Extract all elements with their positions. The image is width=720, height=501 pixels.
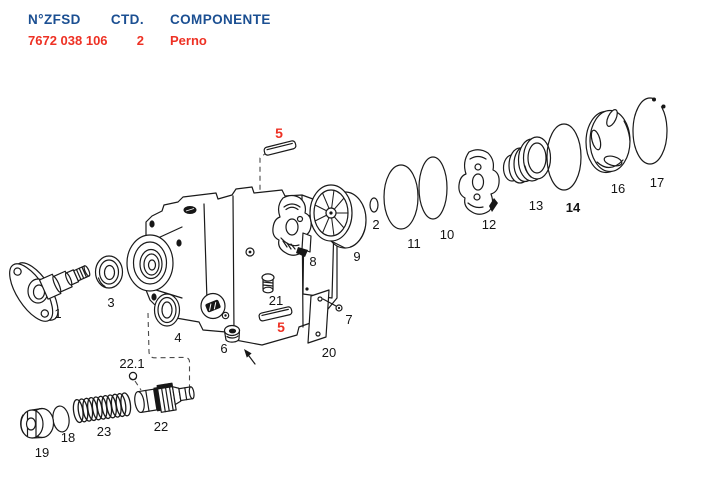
part-8-cam-plate [272, 194, 312, 257]
callout-22: 22 [154, 419, 168, 434]
part-5-pin-top [263, 140, 297, 156]
callout-20: 20 [322, 345, 336, 360]
callout-6: 6 [220, 341, 227, 356]
callout-14: 14 [566, 200, 581, 215]
callout-16: 16 [611, 181, 625, 196]
callout-5-top: 5 [275, 125, 283, 141]
callout-13: 13 [529, 198, 543, 213]
highlighted-callouts: 5 5 [275, 125, 285, 335]
part-21-fitting [261, 273, 275, 294]
callout-3: 3 [107, 295, 114, 310]
part-5-pin-bottom [258, 306, 293, 322]
callout-17: 17 [650, 175, 664, 190]
callout-11: 11 [407, 236, 421, 251]
part-12-cam-plate [458, 149, 500, 215]
callout-4: 4 [174, 330, 181, 345]
callout-21: 21 [269, 293, 283, 308]
callout-12: 12 [482, 217, 496, 232]
part-11-ring [383, 164, 419, 230]
part-23-spring [72, 392, 132, 424]
part-22-valve-spool [134, 382, 195, 414]
part-17-snap-ring [632, 95, 668, 165]
callout-18: 18 [61, 430, 75, 445]
callout-2: 2 [372, 217, 379, 232]
component-value: Perno [170, 33, 207, 48]
callout-19: 19 [35, 445, 49, 460]
callout-labels: 1 3 4 6 21 7 20 8 9 2 11 10 12 13 14 16 … [35, 175, 664, 460]
column-quantity: CTD. [111, 12, 144, 27]
callout-7: 7 [345, 312, 352, 327]
callout-8: 8 [309, 254, 316, 269]
part-14-ring [546, 123, 582, 191]
callout-9: 9 [353, 249, 360, 264]
table-row: 7672 038 106 2 Perno [28, 33, 207, 48]
callout-1: 1 [54, 306, 61, 321]
quantity-value: 2 [137, 33, 144, 48]
part-7-screw [322, 298, 343, 312]
part-9-rotor [309, 184, 367, 249]
part-19-hex-plug [20, 407, 55, 439]
part-20-plate [307, 289, 330, 344]
part-10-ring [418, 156, 448, 220]
assembly-arrow-6 [244, 349, 256, 365]
column-component: COMPONENTE [170, 12, 271, 27]
part-13-bearing-discs [502, 136, 552, 184]
part-2-o-ring [369, 197, 379, 213]
part-16-end-cover [585, 109, 631, 174]
callout-22-1: 22.1 [119, 356, 144, 371]
part-18-o-ring [52, 405, 70, 433]
table-header: N°ZFSD CTD. COMPONENTE [28, 12, 271, 27]
part-22-1-ball [128, 371, 138, 381]
callout-5-bottom: 5 [277, 319, 285, 335]
part-6-plug [223, 324, 241, 343]
callout-23: 23 [97, 424, 111, 439]
part-3-shaft-seal [94, 255, 124, 289]
callout-10: 10 [440, 227, 454, 242]
column-part-number: N°ZFSD [28, 12, 81, 27]
part-4-housing [126, 186, 343, 346]
part-1-drive-shaft [9, 262, 91, 322]
part-number-value: 7672 038 106 [28, 33, 108, 48]
